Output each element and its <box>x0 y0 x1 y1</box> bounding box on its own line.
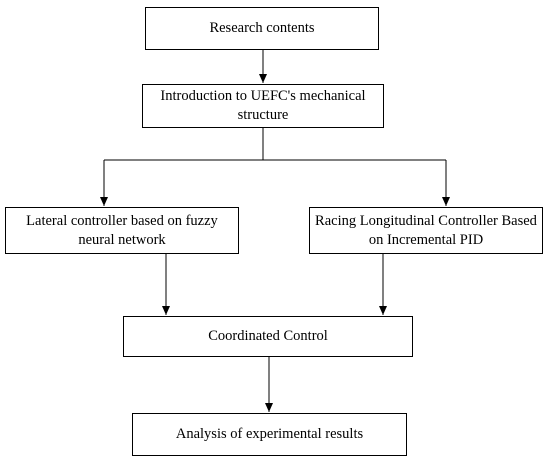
node-label: Analysis of experimental results <box>175 426 364 442</box>
node-analysis-results: Analysis of experimental results <box>132 413 407 456</box>
node-lateral-controller: Lateral controller based on fuzzy neural… <box>5 207 239 254</box>
node-research-contents: Research contents <box>145 7 379 50</box>
node-intro-mechanical-structure: Introduction to UEFC's mechanical struct… <box>142 84 384 128</box>
node-label: Introduction to UEFC's mechanical struct… <box>160 88 366 123</box>
node-longitudinal-controller: Racing Longitudinal Controller Based on … <box>309 207 543 254</box>
node-coordinated-control: Coordinated Control <box>123 316 413 357</box>
node-label: Research contents <box>209 20 315 36</box>
node-label: Lateral controller based on fuzzy neural… <box>26 212 218 248</box>
node-label: Racing Longitudinal Controller Based on … <box>315 212 537 248</box>
node-label: Coordinated Control <box>208 328 328 344</box>
